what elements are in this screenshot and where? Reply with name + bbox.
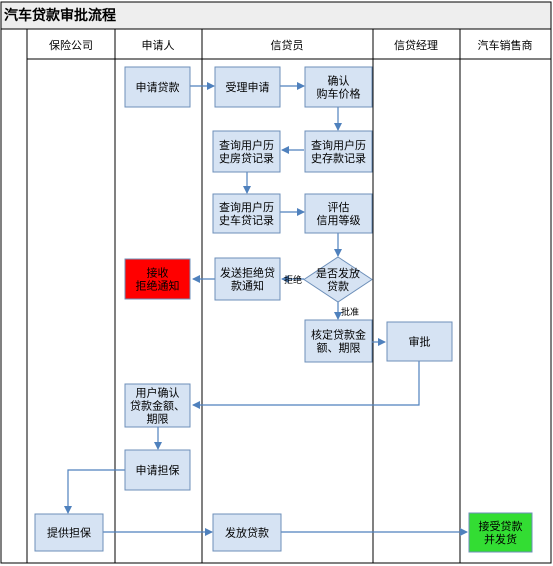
node-label-line: 购车价格: [317, 87, 361, 101]
title-bar: [0, 1, 552, 30]
lane-header-loan-officer: 信贷员: [271, 38, 304, 52]
arrow-approve-to-user-confirm: [192, 361, 420, 409]
node-label-line: 查询用户历: [311, 138, 366, 152]
node-box: [124, 383, 191, 428]
node-label-line: 评估: [328, 201, 350, 214]
node-box: [468, 512, 533, 553]
node-label-line: 额、期限: [317, 342, 361, 355]
lane-header-applicant: 申请人: [142, 39, 175, 52]
node-label-line: 审批: [409, 335, 431, 349]
node-accept-application: 受理申请: [214, 66, 281, 108]
node-label-line: 贷款金额、: [130, 399, 185, 413]
flow-arrows: [64, 82, 468, 536]
edge-label-reject: 拒绝: [284, 274, 302, 286]
node-label-line: 拒绝通知: [136, 279, 180, 293]
node-box: [214, 66, 281, 108]
node-label-line: 期限: [147, 413, 169, 426]
node-label-line: 发放贷款: [225, 526, 269, 540]
arrow-guarantee-to-provide: [64, 469, 125, 514]
node-box: [212, 193, 281, 234]
node-box: [304, 66, 373, 108]
node-provide-guarantee: 提供担保: [34, 513, 104, 552]
node-approve: 审批: [386, 321, 453, 362]
node-label-line: 史房贷记录: [219, 151, 274, 165]
node-label-line: 史存款记录: [311, 151, 366, 165]
swimlane-columns: [26, 29, 551, 563]
node-label-line: 申请担保: [136, 463, 180, 477]
node-box: [212, 513, 282, 552]
node-label-line: 并发货: [484, 532, 517, 546]
node-apply-guarantee: 申请担保: [124, 449, 191, 491]
node-label-line: 是否发放: [316, 266, 360, 280]
node-label-line: 史车贷记录: [219, 213, 274, 227]
node-box: [304, 319, 373, 363]
node-box: [212, 130, 281, 173]
node-label-line: 款通知: [231, 279, 264, 293]
node-box: [214, 257, 281, 301]
node-box: [124, 66, 191, 108]
decision-diamond: [303, 256, 373, 303]
node-label-line: 接收: [147, 266, 169, 280]
edge-label-approve: 批准: [341, 306, 359, 318]
node-label-line: 申请贷款: [136, 80, 180, 94]
lane-header-car-dealer: 汽车销售商: [478, 38, 533, 52]
node-label-line: 核定贷款金: [311, 328, 366, 342]
node-box: [34, 513, 104, 552]
node-label-line: 提供担保: [47, 526, 91, 540]
node-apply-loan: 申请贷款: [124, 66, 191, 108]
node-box: [304, 193, 373, 234]
node-label-line: 信用等级: [317, 213, 361, 227]
node-label-line: 查询用户历: [219, 200, 274, 214]
node-label-line: 用户确认: [136, 386, 180, 400]
node-box: [124, 258, 191, 300]
node-label-line: 发送拒绝贷: [220, 266, 275, 280]
node-label-line: 确认: [328, 75, 350, 88]
node-label-line: 查询用户历: [219, 138, 274, 152]
node-label-line: 接受贷款: [479, 519, 523, 533]
node-box: [124, 449, 191, 491]
diagram-frame: [0, 28, 552, 564]
node-issue-loan: 发放贷款: [212, 513, 282, 552]
node-box: [386, 321, 453, 362]
node-label-line: 受理申请: [226, 81, 270, 94]
lane-header-loan-manager: 信贷经理: [394, 38, 438, 52]
flow-nodes: 申请贷款受理申请确认购车价格查询用户历史房贷记录查询用户历史存款记录查询用户历史…: [34, 66, 533, 553]
node-box: [304, 130, 373, 173]
lane-header-insurance: 保险公司: [49, 38, 93, 52]
page-title: 汽车贷款审批流程: [4, 7, 116, 24]
node-label-line: 贷款: [327, 279, 349, 293]
